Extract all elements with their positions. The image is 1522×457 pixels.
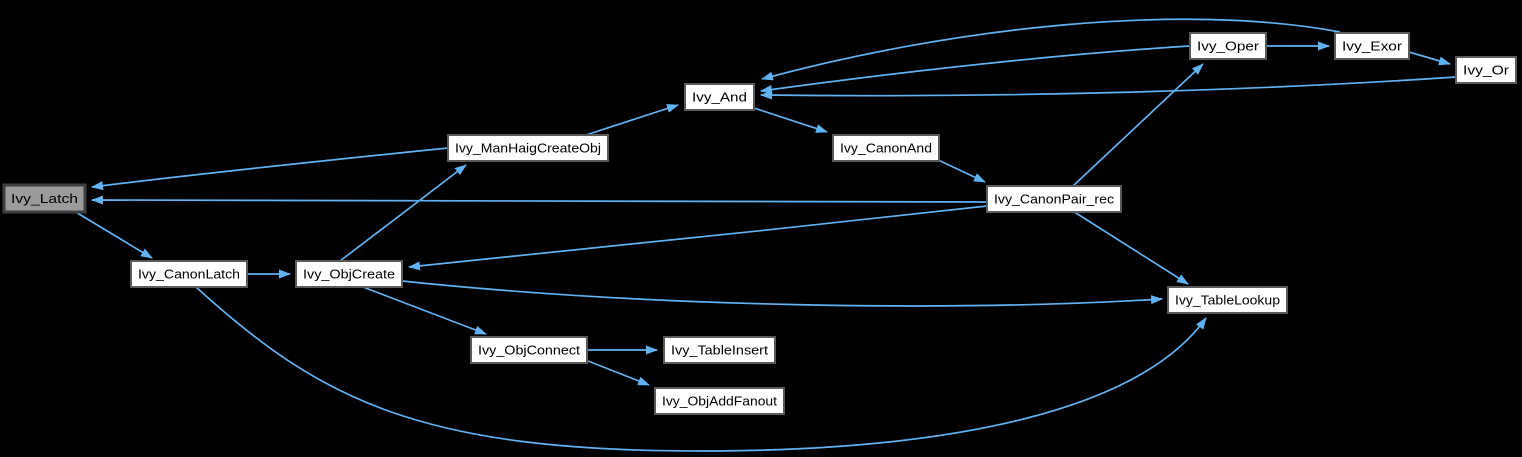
node-Ivy_CanonPair_rec[interactable]: Ivy_CanonPair_rec <box>986 185 1122 213</box>
edge-Ivy_CanonAnd-to-Ivy_CanonPair_rec <box>935 158 986 183</box>
edge-Ivy_Exor-to-Ivy_Or <box>1408 51 1451 66</box>
node-label-Ivy_Latch: Ivy_Latch <box>11 191 78 206</box>
edge-Ivy_And-to-Ivy_CanonAnd <box>753 107 828 133</box>
node-Ivy_Exor[interactable]: Ivy_Exor <box>1334 32 1410 60</box>
node-label-Ivy_TableLookup: Ivy_TableLookup <box>1175 293 1280 308</box>
edge-Ivy_ObjCreate-to-Ivy_TableLookup <box>401 280 1163 307</box>
node-Ivy_CanonLatch[interactable]: Ivy_CanonLatch <box>130 260 248 288</box>
edge-Ivy_Exor-to-Ivy_And <box>761 18 1341 81</box>
node-label-Ivy_ObjCreate: Ivy_ObjCreate <box>303 267 395 282</box>
node-Ivy_TableInsert[interactable]: Ivy_TableInsert <box>663 336 776 364</box>
edge-Ivy_CanonLatch-to-Ivy_TableLookup <box>195 286 1207 452</box>
node-label-Ivy_ObjConnect: Ivy_ObjConnect <box>478 343 580 358</box>
node-Ivy_Or[interactable]: Ivy_Or <box>1455 56 1517 84</box>
node-label-Ivy_And: Ivy_And <box>692 90 747 105</box>
node-label-Ivy_CanonAnd: Ivy_CanonAnd <box>840 141 932 156</box>
edge-Ivy_CanonPair_rec-to-Ivy_Latch <box>91 195 988 205</box>
edge-Ivy_Or-to-Ivy_And <box>760 76 1457 100</box>
edge-Ivy_CanonPair_rec-to-Ivy_ObjCreate <box>408 205 988 271</box>
edge-Ivy_Oper-to-Ivy_And <box>760 45 1190 94</box>
node-label-Ivy_Exor: Ivy_Exor <box>1342 39 1403 54</box>
edge-Ivy_CanonPair_rec-to-Ivy_Oper <box>1072 63 1204 187</box>
node-Ivy_And[interactable]: Ivy_And <box>684 83 755 111</box>
node-label-Ivy_ObjAddFanout: Ivy_ObjAddFanout <box>662 394 777 409</box>
node-Ivy_ObjConnect[interactable]: Ivy_ObjConnect <box>470 336 588 364</box>
node-Ivy_ManHaigCreateObj[interactable]: Ivy_ManHaigCreateObj <box>447 134 609 162</box>
node-Ivy_ObjAddFanout[interactable]: Ivy_ObjAddFanout <box>654 387 785 415</box>
node-label-Ivy_TableInsert: Ivy_TableInsert <box>671 343 768 358</box>
node-label-Ivy_CanonLatch: Ivy_CanonLatch <box>138 267 240 282</box>
node-Ivy_Oper[interactable]: Ivy_Oper <box>1189 32 1267 60</box>
edge-Ivy_ObjConnect-to-Ivy_ObjAddFanout <box>587 360 650 386</box>
node-label-Ivy_Or: Ivy_Or <box>1463 63 1510 78</box>
node-label-Ivy_ManHaigCreateObj: Ivy_ManHaigCreateObj <box>455 141 601 156</box>
edge-Ivy_ManHaigCreateObj-to-Ivy_Latch <box>91 147 449 191</box>
node-Ivy_Latch[interactable]: Ivy_Latch <box>2 183 87 214</box>
edge-Ivy_ObjCreate-to-Ivy_ObjConnect <box>362 286 487 335</box>
node-Ivy_CanonAnd[interactable]: Ivy_CanonAnd <box>832 134 940 162</box>
node-label-Ivy_CanonPair_rec: Ivy_CanonPair_rec <box>994 192 1115 207</box>
edge-Ivy_CanonPair_rec-to-Ivy_TableLookup <box>1067 207 1189 285</box>
node-Ivy_ObjCreate[interactable]: Ivy_ObjCreate <box>295 260 403 288</box>
edge-Ivy_ObjCreate-to-Ivy_ManHaigCreateObj <box>339 164 467 262</box>
edge-Ivy_ManHaigCreateObj-to-Ivy_And <box>585 104 679 136</box>
node-Ivy_TableLookup[interactable]: Ivy_TableLookup <box>1167 286 1288 314</box>
edge-Ivy_Latch-to-Ivy_CanonLatch <box>73 210 153 259</box>
node-label-Ivy_Oper: Ivy_Oper <box>1197 39 1260 54</box>
